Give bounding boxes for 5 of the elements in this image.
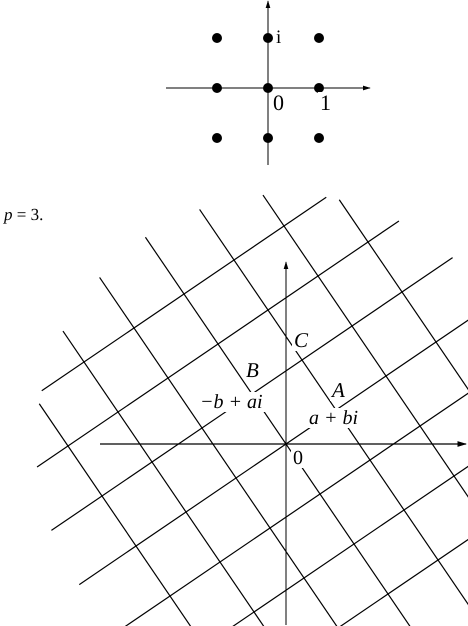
axis-label: 0 xyxy=(291,448,305,468)
point-label: C xyxy=(292,330,310,351)
note: p = 3. xyxy=(2,206,46,223)
point-label: A xyxy=(330,380,347,401)
point-label: a + bi xyxy=(307,408,360,428)
